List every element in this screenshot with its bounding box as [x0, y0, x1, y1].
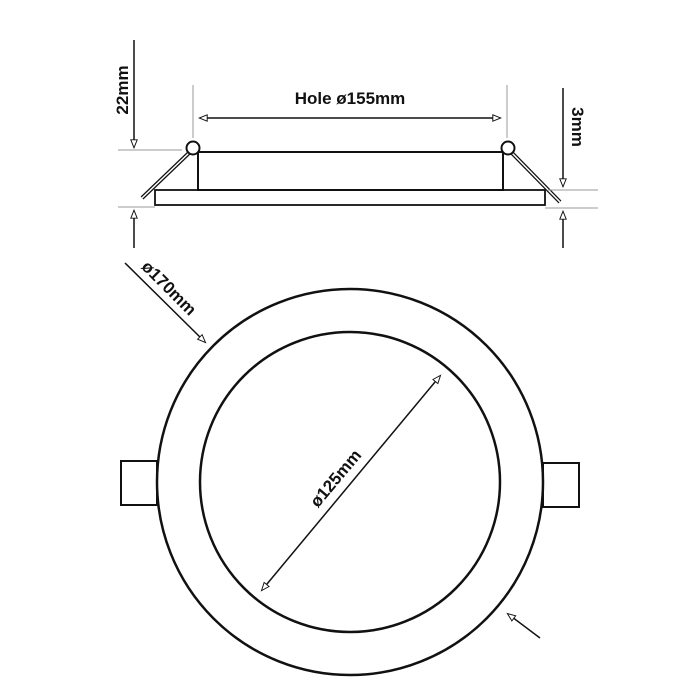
inner-ring: [198, 330, 502, 634]
height-label: 22mm: [113, 65, 132, 114]
tab-right: [542, 462, 580, 508]
front-view: [120, 262, 580, 677]
fixture-body: [197, 151, 504, 191]
outer-diameter-label: ø170mm: [138, 257, 200, 319]
outer-diameter-arrow: [124, 262, 205, 342]
spring-pivot-right: [500, 140, 516, 156]
spring-pivot-left: [185, 140, 201, 156]
tab-left: [120, 460, 158, 506]
spring-clip-left-inner: [141, 151, 191, 199]
outer-ring: [155, 287, 545, 677]
side-view: [118, 40, 598, 248]
flange-label: 3mm: [568, 107, 587, 147]
hole-label: Hole ø155mm: [295, 89, 406, 108]
inner-diameter-arrow: [262, 376, 440, 590]
pointer-arrow: [508, 614, 541, 639]
fixture-flange: [154, 189, 546, 206]
spring-clip-right-inner: [510, 151, 561, 203]
